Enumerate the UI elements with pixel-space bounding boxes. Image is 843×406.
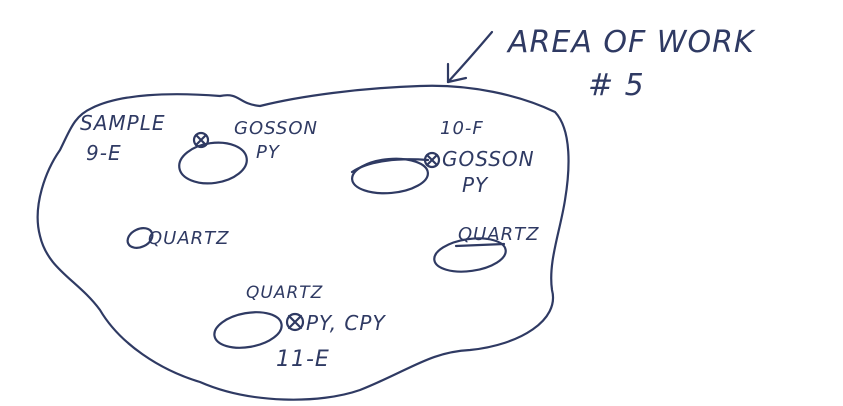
- label-gossan-right-2: PY: [462, 173, 489, 197]
- crossed-circle-icon: [423, 151, 441, 169]
- label-gossan-left-2: PY: [256, 142, 281, 163]
- circle-11e: [213, 311, 283, 349]
- circle-quartz-left: [126, 227, 154, 249]
- label-quartz-right: QUARTZ: [458, 224, 540, 245]
- title-line2: # 5: [588, 68, 645, 103]
- crossed-circle-icon: [192, 131, 210, 149]
- label-gossan-right-1: GOSSON: [442, 147, 535, 171]
- label-gossan-left-1: GOSSON: [234, 118, 318, 139]
- label-11e: 11-E: [276, 347, 330, 372]
- title-line1: AREA OF WORK: [506, 25, 756, 60]
- label-quartz-bottom: QUARTZ: [246, 283, 323, 303]
- label-quartz-left: QUARTZ: [148, 228, 230, 249]
- circle-9e: [178, 141, 248, 185]
- label-10f: 10-F: [440, 118, 484, 139]
- circle-10f: [351, 157, 429, 195]
- circle-quartz-right: [433, 237, 507, 273]
- label-sample: SAMPLE: [80, 111, 165, 135]
- arrow-icon: [446, 30, 494, 84]
- circle-10f-scribble: [350, 158, 430, 174]
- rock-outline: [36, 84, 570, 401]
- crossed-circle-icon: [285, 312, 305, 332]
- underline-quartz-right: [454, 242, 506, 248]
- label-9e: 9-E: [86, 141, 122, 165]
- label-py-cpy: PY, CPY: [306, 311, 386, 335]
